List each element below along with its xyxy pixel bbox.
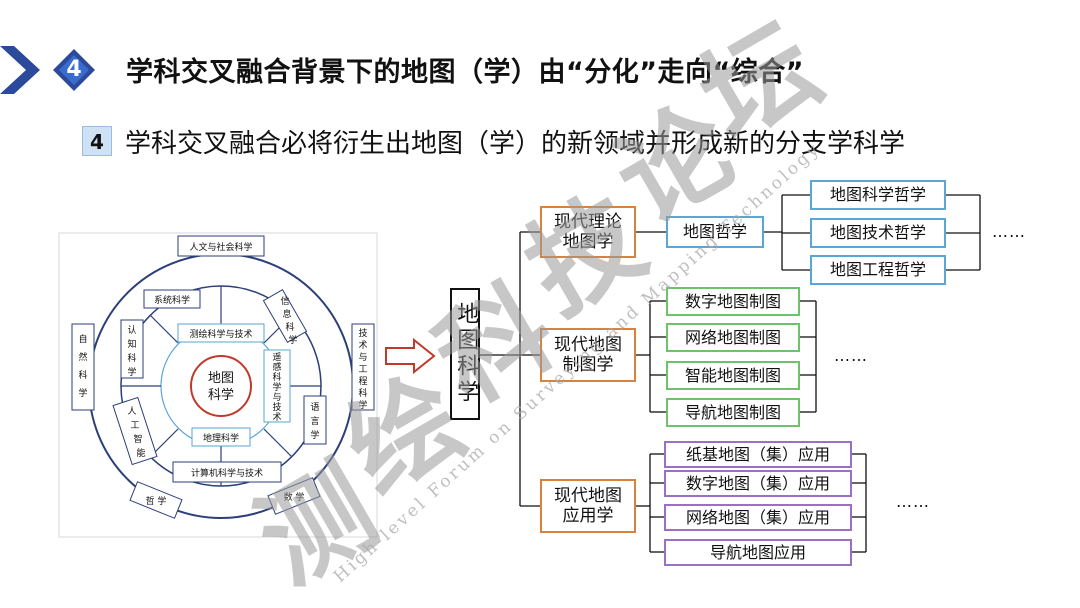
svg-text:学: 学 [127,366,136,378]
ring-label-info: 信 [280,295,289,307]
leaf-node: 纸基地图（集）应用 [664,441,852,468]
svg-text:学: 学 [78,387,87,399]
svg-text:工: 工 [130,421,139,431]
outer-right-label: 技 [358,327,367,339]
outer-bottom-label: 计算机科学与技术 [191,467,263,479]
leaf-node: 网络地图制图 [666,323,800,352]
svg-text:言: 言 [310,415,319,427]
svg-text:学: 学 [272,381,281,393]
leaf-node: 网络地图（集）应用 [664,504,852,531]
ring-label-philosophy: 哲 学 [146,495,167,507]
leaf-node: 数字地图（集）应用 [664,470,852,497]
svg-text:技: 技 [272,401,281,413]
more-ellipsis: …… [834,346,868,365]
page-title: 学科交叉融合背景下的地图（学）由“分化”走向“综合” [126,57,804,88]
outer-top-label: 人文与社会科学 [189,241,252,253]
svg-text:科: 科 [272,371,281,383]
ring-label-math: 数 学 [284,491,305,503]
svg-text:术: 术 [272,411,281,423]
svg-text:学: 学 [288,334,297,346]
branch-theory-node: 现代理论 地图学 [540,206,636,258]
inner-right-label: 遥 [272,351,281,363]
right-arrow-icon [385,338,436,374]
diamond-badge-icon [53,49,95,91]
leaf-node: 地图工程哲学 [810,255,946,285]
svg-text:科学: 科学 [208,387,234,403]
inner-top-label: 测绘科学与技术 [189,328,252,340]
more-ellipsis: …… [992,222,1026,241]
branch-cartography-node: 现代地图 制图学 [540,328,636,382]
ring-label-cognition: 认 [127,324,136,336]
header-badge-number: 4 [66,57,82,82]
svg-text:术: 术 [358,339,367,351]
svg-text:科: 科 [285,321,294,333]
svg-text:然: 然 [78,351,87,363]
map-philosophy-node: 地图哲学 [666,216,764,248]
outer-left-label: 自 [78,333,87,345]
svg-text:程: 程 [358,376,367,387]
leaf-node: 地图技术哲学 [810,218,946,248]
svg-text:科: 科 [127,352,136,364]
sub-title: 学科交叉融合必将衍生出地图（学）的新领域并形成新的分支学科学 [125,129,906,159]
leaf-node: 智能地图制图 [666,361,800,390]
inner-bottom-label: 地理科学 [203,432,239,444]
svg-text:能: 能 [136,447,145,459]
leaf-node: 数字地图制图 [666,287,800,316]
discipline-circle-diagram: 人文与社会科学 计算机科学与技术 自 然 科 学 技 术 与 工 程 科 学 系… [58,232,378,538]
svg-text:感: 感 [272,361,281,373]
svg-text:息: 息 [282,308,291,320]
svg-text:科: 科 [358,387,367,399]
branch-application-node: 现代地图 应用学 [540,479,636,533]
sub-badge: 4 [82,126,112,156]
svg-text:与: 与 [358,352,367,363]
ring-label-ai: 人 [127,406,136,417]
ring-label-systems: 系统科学 [154,294,190,306]
chevron-icon [0,46,40,94]
leaf-node: 导航地图应用 [664,539,852,566]
tree-root-node: 地图科学 [450,288,480,420]
svg-text:学: 学 [358,399,367,411]
center-label: 地图 [208,371,234,386]
svg-text:智: 智 [133,433,142,445]
more-ellipsis: …… [896,492,930,511]
leaf-node: 导航地图制图 [666,398,800,427]
ring-label-linguistics: 语 [310,402,319,413]
svg-text:科: 科 [78,369,87,381]
leaf-node: 地图科学哲学 [810,180,946,210]
svg-text:知: 知 [127,338,136,350]
svg-text:工: 工 [358,365,367,375]
svg-text:与: 与 [272,392,281,403]
svg-text:学: 学 [310,429,319,441]
